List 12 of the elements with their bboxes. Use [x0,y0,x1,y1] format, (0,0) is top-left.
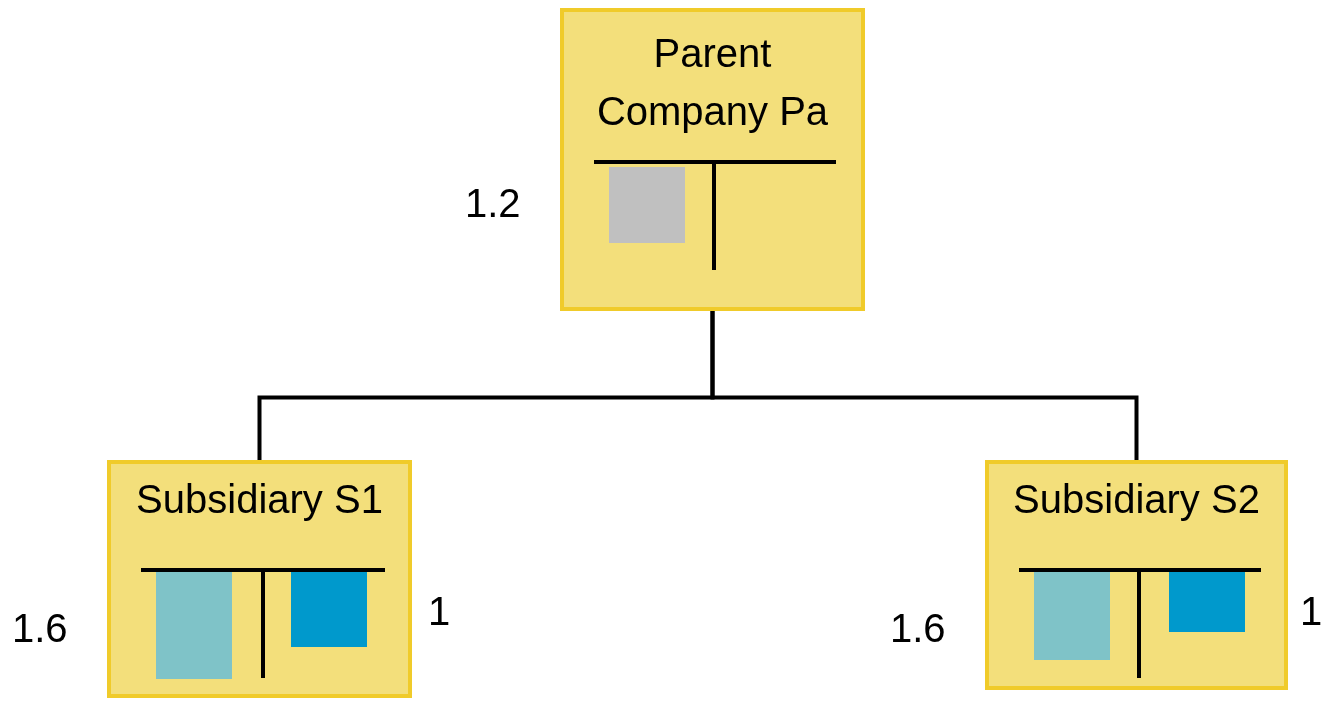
company-name: Subsidiary S1 [136,476,383,523]
amount-label: 1 [1300,588,1323,634]
amount-label: 1.6 [890,605,946,651]
company-box [985,460,1288,690]
company-name: Subsidiary S2 [1013,476,1260,523]
amount-label: 1.6 [12,605,68,651]
company-box [107,460,412,698]
company-box [560,8,865,311]
connector-line [710,311,1139,460]
amount-label: 1.2 [465,180,521,226]
company-name: Parent Company Pa [595,30,830,135]
amount-label: 1 [428,588,451,634]
